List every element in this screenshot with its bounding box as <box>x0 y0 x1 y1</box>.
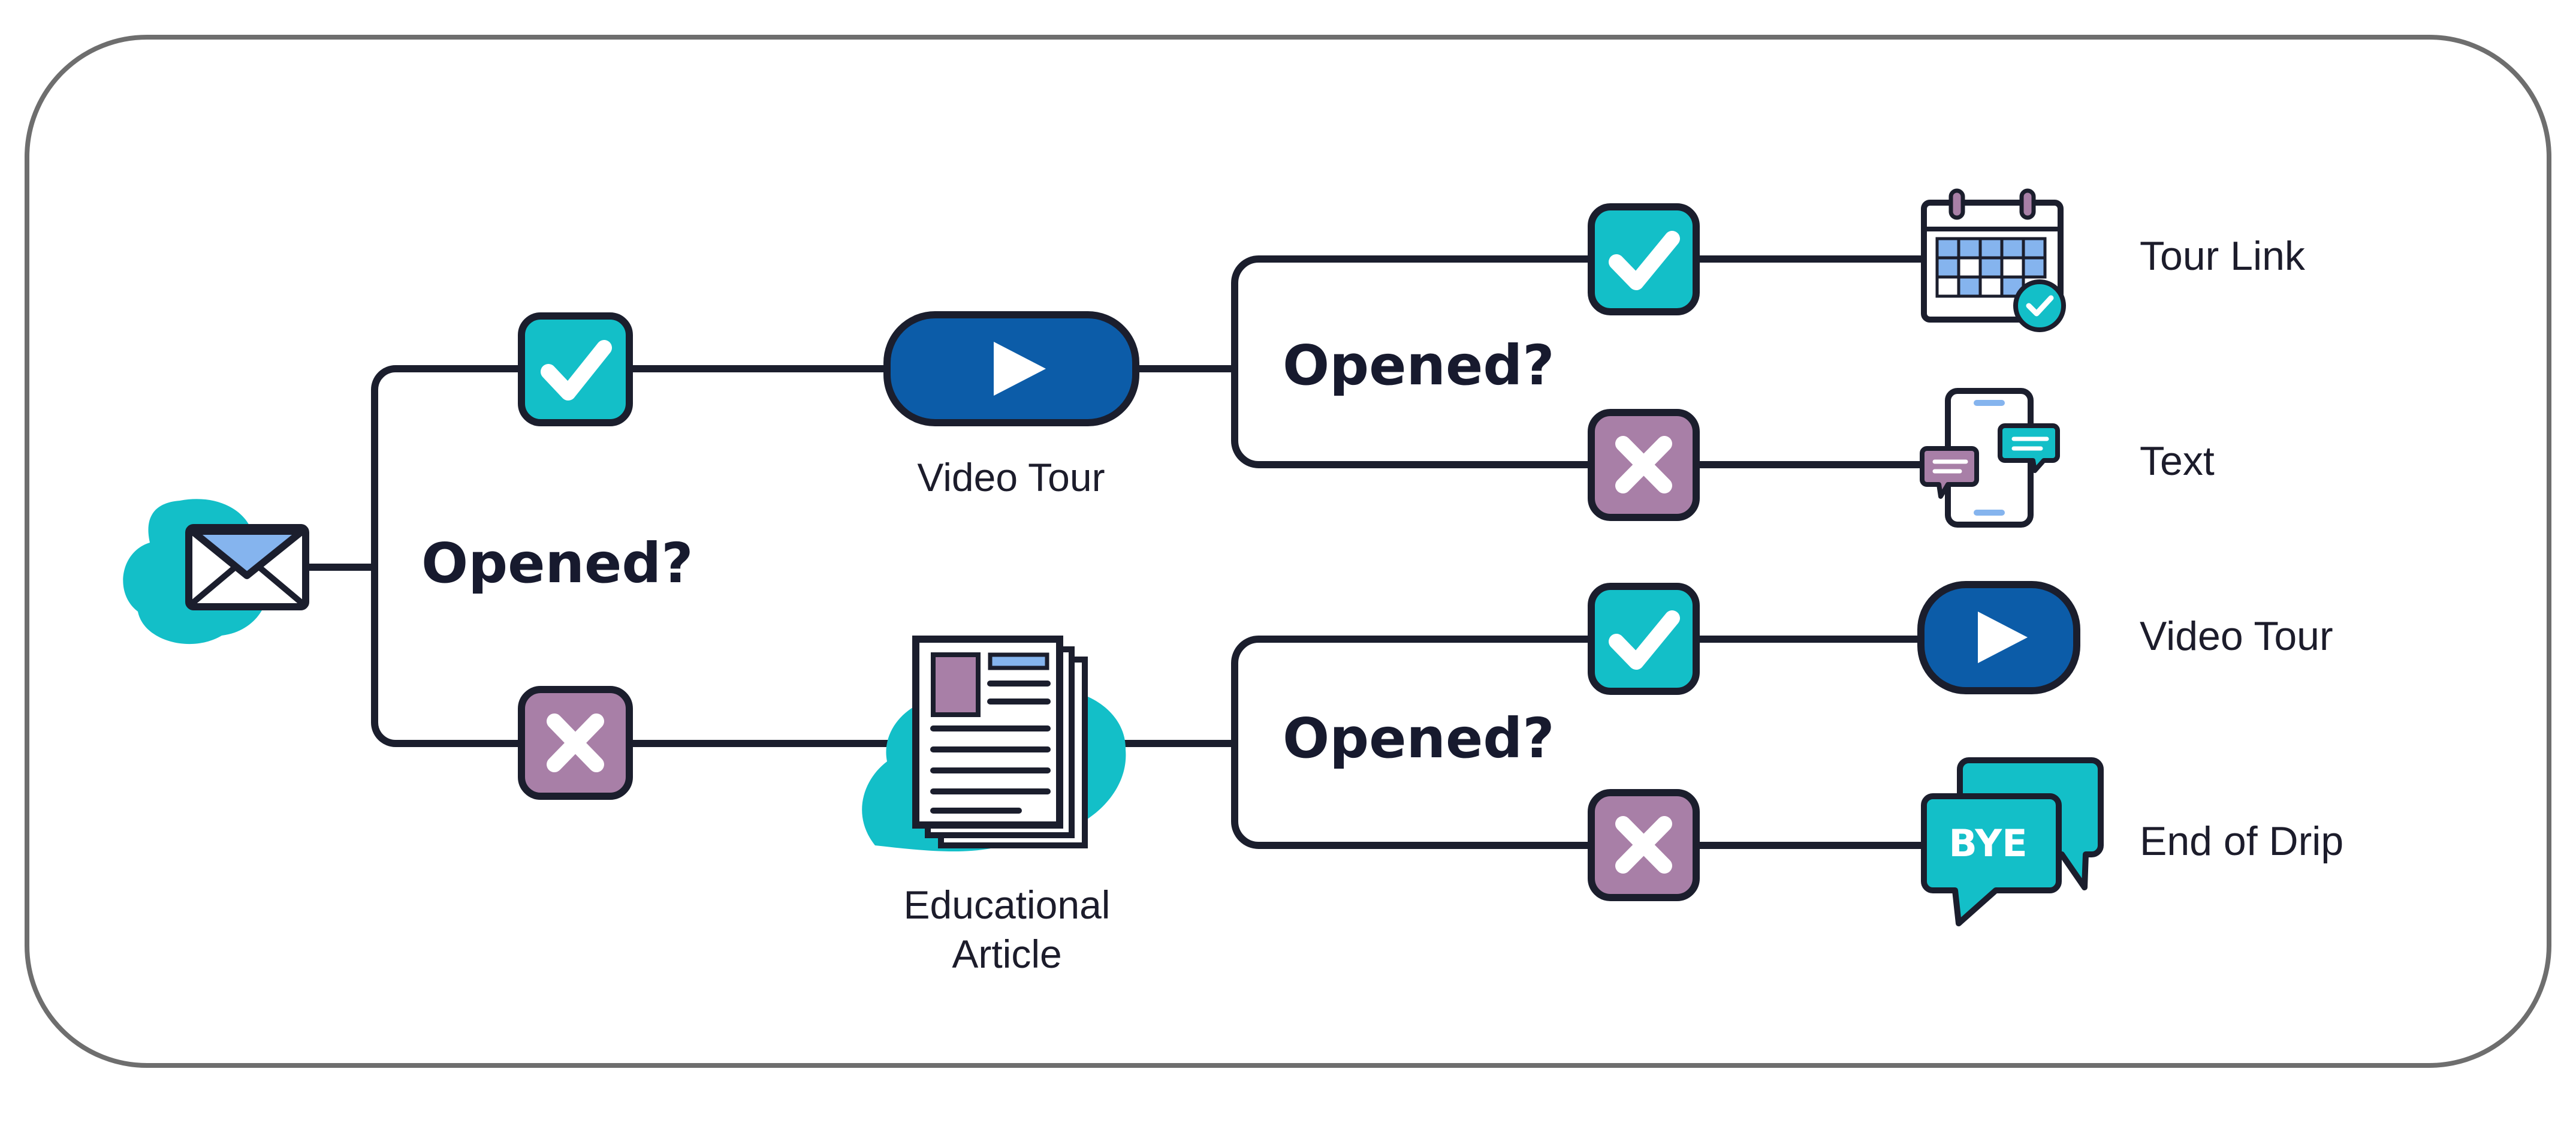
newspaper-icon <box>862 636 1126 851</box>
calendar-icon <box>1921 188 2066 332</box>
diagram-frame <box>25 35 2551 1068</box>
phone-chat-icon <box>1920 388 2060 528</box>
educational-article-label: Educational Article <box>857 880 1157 979</box>
bye-badge-text: BYE <box>1948 821 2027 865</box>
outcome-label-video-tour: Video Tour <box>2140 613 2333 659</box>
video-play-icon <box>883 311 1139 426</box>
question-label-upper: Opened? <box>1283 333 1555 398</box>
check-icon <box>518 312 633 426</box>
x-icon <box>1588 409 1700 521</box>
educational-article-line1: Educational <box>903 883 1111 927</box>
video-tour-label: Video Tour <box>917 455 1105 499</box>
x-icon <box>1588 789 1700 901</box>
check-icon <box>1588 583 1700 695</box>
check-icon <box>1588 203 1700 315</box>
video-play-icon <box>1917 581 2080 694</box>
x-icon <box>518 686 633 800</box>
question-label-root: Opened? <box>421 531 693 595</box>
outcome-label-text: Text <box>2140 438 2215 484</box>
educational-article-line2: Article <box>952 932 1062 976</box>
envelope-icon <box>123 499 309 645</box>
outcome-label-tour-link: Tour Link <box>2140 233 2305 279</box>
bye-bubble-icon: BYE <box>1921 757 2104 926</box>
outcome-label-end-of-drip: End of Drip <box>2140 818 2344 864</box>
question-label-lower: Opened? <box>1283 706 1555 770</box>
